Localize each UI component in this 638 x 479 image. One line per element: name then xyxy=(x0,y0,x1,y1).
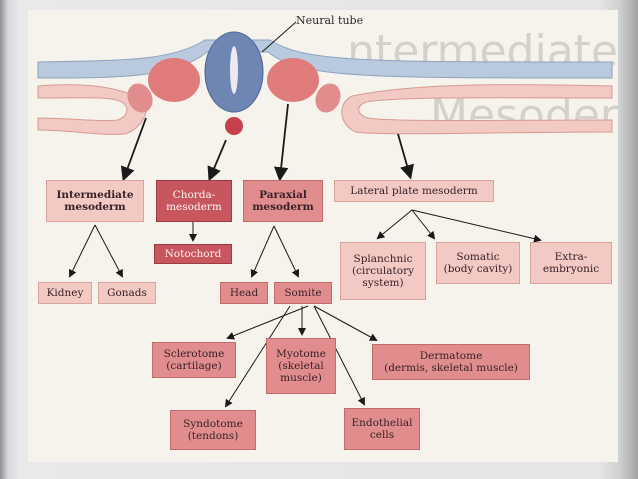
dermatome-box: Dermatome (dermis, skeletal muscle) xyxy=(372,344,530,380)
arrow-dermatome xyxy=(313,305,378,341)
splanchnic-box: Splanchnic (circulatory system) xyxy=(340,242,426,300)
somite-box: Somite xyxy=(274,282,332,304)
arrow-paraxial xyxy=(274,103,289,182)
paraxial-mesoderm-box: Paraxial mesoderm xyxy=(243,180,323,222)
notochord-circle xyxy=(225,117,243,135)
arrow-endothelial xyxy=(313,305,365,406)
arrow-chorda xyxy=(207,139,227,182)
right-intermediate-blob xyxy=(315,83,341,113)
sclerotome-box: Sclerotome (cartilage) xyxy=(152,342,236,378)
extra-embryonic-box: Extra- embryonic xyxy=(530,242,612,284)
right-somite xyxy=(267,58,319,102)
syndotome-box: Syndotome (tendons) xyxy=(170,410,256,450)
gonads-box: Gonads xyxy=(98,282,156,304)
head-box: Head xyxy=(220,282,268,304)
kidney-box: Kidney xyxy=(38,282,92,304)
arrow-head xyxy=(250,225,275,278)
myotome-box: Myotome (skeletal muscle) xyxy=(266,338,336,394)
somatic-box: Somatic (body cavity) xyxy=(436,242,520,284)
left-somite xyxy=(148,58,200,102)
arrow-extra xyxy=(411,209,542,243)
arrow-splanchnic xyxy=(376,209,413,240)
ectoderm-band xyxy=(37,39,613,79)
arrow-kidney xyxy=(69,224,96,278)
arrow-lateral xyxy=(397,133,414,180)
neural-tube-label: Neural tube xyxy=(296,14,364,27)
intermediate-mesoderm-box: Intermediate mesoderm xyxy=(46,180,144,222)
lateral-plate-mesoderm-box: Lateral plate mesoderm xyxy=(334,180,494,202)
arrow-somite xyxy=(273,225,300,278)
right-lateral-plate xyxy=(341,84,613,135)
endothelial-cells-box: Endothelial cells xyxy=(344,408,420,450)
arrow-intermediate xyxy=(120,117,147,182)
arrow-syndotome xyxy=(224,305,291,408)
arrow-gonads xyxy=(94,224,123,278)
arrow-somatic xyxy=(411,209,436,240)
notochord-box: Notochord xyxy=(154,244,232,264)
arrow-sclerotome xyxy=(226,305,309,340)
left-intermediate-blob xyxy=(127,83,153,113)
neural-canal xyxy=(230,46,238,94)
neural-tube-pointer xyxy=(261,21,297,53)
chorda-mesoderm-box: Chorda- mesoderm xyxy=(156,180,232,222)
